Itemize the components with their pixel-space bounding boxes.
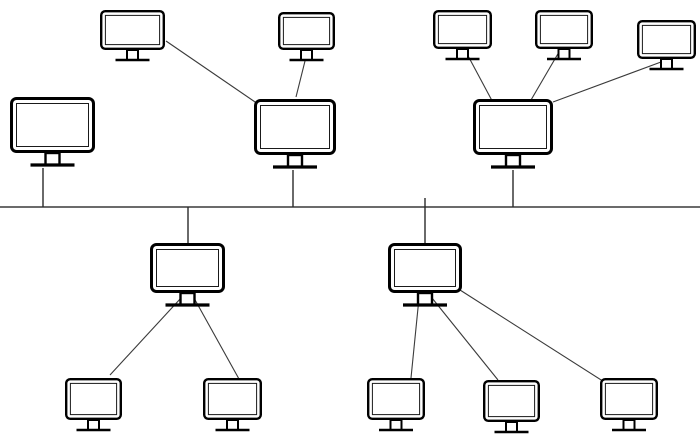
monitor-neck bbox=[622, 419, 636, 431]
monitor-screen bbox=[487, 384, 536, 418]
hub-lower-right[interactable] bbox=[388, 243, 462, 307]
monitor-neck bbox=[300, 49, 313, 61]
monitor-screen bbox=[641, 24, 692, 55]
node-layer bbox=[10, 9, 697, 434]
workstation-bottom-d[interactable] bbox=[483, 380, 541, 434]
workstation-bottom-e[interactable] bbox=[600, 378, 659, 432]
link-top-right-c-to-hub bbox=[552, 61, 662, 103]
monitor-screen bbox=[104, 14, 161, 46]
monitor-neck bbox=[504, 153, 522, 169]
link-top-b-to-hub-upper-left bbox=[295, 56, 307, 98]
monitor-screen bbox=[260, 105, 330, 149]
monitor-neck bbox=[179, 291, 196, 307]
workstation-top-row-b[interactable] bbox=[278, 11, 336, 62]
monitor-screen bbox=[604, 382, 654, 416]
link-hub-lower-right-to-bottom-d bbox=[431, 297, 499, 381]
workstation-top-row-a[interactable] bbox=[99, 9, 165, 62]
workstation-bottom-b[interactable] bbox=[202, 378, 262, 432]
branch-link-layer bbox=[109, 40, 662, 393]
monitor-neck bbox=[660, 58, 673, 70]
monitor-neck bbox=[126, 49, 139, 61]
monitor-neck bbox=[44, 151, 61, 167]
monitor-neck bbox=[416, 291, 434, 307]
monitor-screen bbox=[437, 14, 488, 45]
monitor-neck bbox=[87, 419, 100, 431]
monitor-neck bbox=[226, 419, 239, 431]
hub-upper-left[interactable] bbox=[254, 99, 336, 169]
workstation-top-right-a[interactable] bbox=[433, 9, 493, 61]
monitor-screen bbox=[282, 16, 331, 46]
hub-lower-left[interactable] bbox=[150, 243, 225, 307]
link-hub-lower-left-to-bottom-a bbox=[109, 297, 182, 376]
workstation-top-right-c[interactable] bbox=[637, 20, 697, 71]
monitor-neck bbox=[505, 421, 518, 433]
link-top-a-to-hub-upper-left bbox=[165, 40, 259, 105]
monitor-neck bbox=[456, 48, 469, 60]
workstation-top-left-standalone[interactable] bbox=[10, 97, 95, 167]
workstation-top-right-b[interactable] bbox=[535, 9, 594, 61]
monitor-screen bbox=[16, 103, 89, 147]
drop-link-layer bbox=[42, 168, 514, 245]
monitor-screen bbox=[207, 382, 258, 416]
hub-upper-right[interactable] bbox=[473, 99, 553, 169]
monitor-screen bbox=[156, 249, 219, 287]
workstation-bottom-c[interactable] bbox=[367, 378, 426, 432]
monitor-screen bbox=[69, 382, 118, 416]
monitor-neck bbox=[389, 419, 403, 431]
workstation-bottom-a[interactable] bbox=[64, 378, 122, 432]
monitor-neck bbox=[286, 153, 304, 169]
monitor-screen bbox=[539, 14, 589, 45]
monitor-screen bbox=[371, 382, 421, 416]
monitor-screen bbox=[479, 105, 547, 149]
link-hub-lower-right-to-bottom-c bbox=[409, 297, 420, 389]
link-hub-lower-left-to-bottom-b bbox=[193, 297, 245, 389]
monitor-neck bbox=[557, 48, 571, 60]
monitor-screen bbox=[394, 249, 456, 287]
link-hub-lower-right-to-bottom-e bbox=[459, 289, 621, 393]
